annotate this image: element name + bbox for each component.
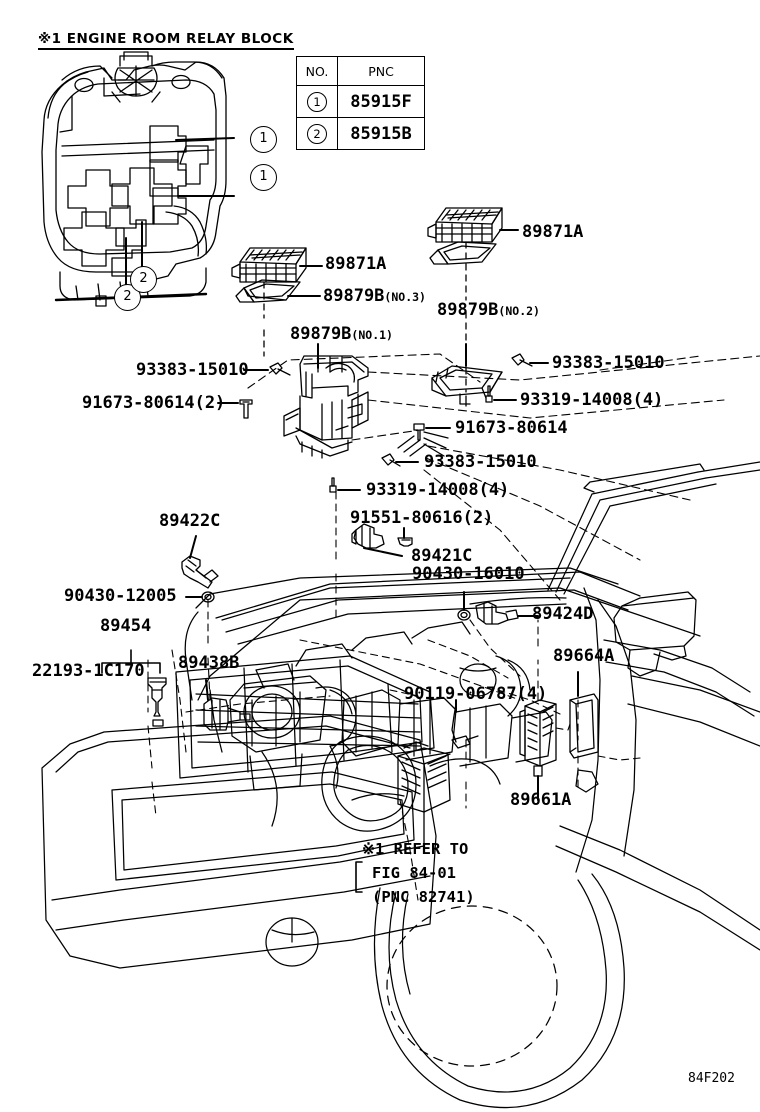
part-label-91673-80614: 91673-80614 [455,418,568,438]
relay-block-assembly-right [427,207,503,265]
part-label-93319-14008-4-a: 93319-14008(4) [520,390,664,410]
part-label-91551-80616-2: 91551-80616(2) [350,508,494,528]
engine-room-relay-block-illustration [41,51,227,307]
part-suffix-no1: (NO.1) [351,328,393,342]
pnc-table: NO. PNC 1 85915F 2 85915B [296,56,425,150]
callout-1-upper: 1 [250,126,277,153]
ecu-89661a [519,699,557,777]
part-label-89879b-no2: 89879B(NO.2) [437,300,540,320]
part-label-89422c: 89422C [159,511,221,531]
vehicle-outline [41,461,760,1109]
sensor-89424d [475,601,519,625]
sensor-22193-1c170 [147,677,167,727]
part-label-93383-15010-a: 93383-15010 [136,360,249,380]
part-suffix-no3: (NO.3) [384,290,426,304]
callout-2-right: 2 [130,266,157,293]
part-label-90119-06787-4: 90119-06787(4) [404,684,548,704]
part-suffix-no2: (NO.2) [498,304,540,318]
engine-relay-block-ref [397,741,451,845]
brace-89454 [101,649,161,674]
row-no-cell: 2 [296,117,338,150]
row-pnc-cell: 85915F [337,85,425,118]
table-row: 2 85915B [296,117,425,150]
relay-bracket-assembly [283,355,369,459]
table-row: 1 85915F [296,85,425,118]
part-label-89664a: 89664A [553,646,615,666]
part-label-93319-14008-4-b: 93319-14008(4) [366,480,510,500]
part-label-89454: 89454 [100,616,152,636]
part-label-89661a: 89661A [510,790,572,810]
col-header-pnc: PNC [337,56,425,86]
part-label-89424d: 89424D [532,604,594,624]
bolt-91551-80616 [397,537,413,547]
row-no-cell: 1 [296,85,338,118]
table-header-row: NO. PNC [296,56,425,86]
col-header-no: NO. [296,56,338,86]
fasteners [217,353,549,493]
reference-note-line3: (PNC 82741) [372,888,475,906]
relay-block-assembly-left [231,247,307,303]
reference-note-line2: FIG 84-01 [372,864,456,882]
sensor-89438b [203,697,251,731]
callout-2-left: 2 [114,284,141,311]
part-label-89879b-no3: 89879B(NO.3) [323,286,426,306]
sensor-89422c [181,555,219,589]
part-label-89879b-no1: 89879B(NO.1) [290,324,393,344]
figure-code: 84F202 [688,1071,735,1086]
cover-89664a [569,693,599,759]
circled-number-2: 2 [307,124,327,144]
grommet-90430-16010 [457,609,471,621]
page-title: ※1 ENGINE ROOM RELAY BLOCK [38,31,294,50]
relay-bracket-plate-right [431,365,503,407]
part-label-89421c: 89421C [411,546,473,566]
sensor-89421c [351,523,385,549]
callout-1-lower: 1 [250,164,277,191]
reference-note-line1: ※1 REFER TO [362,840,469,858]
part-label-22193-1c170: 22193-1C170 [32,661,145,681]
part-label-91673-80614-2: 91673-80614(2) [82,393,226,413]
part-label-93383-15010-b: 93383-15010 [552,353,665,373]
part-label-90430-16010: 90430-16010 [412,564,525,584]
part-label-93383-15010-c: 93383-15010 [424,452,537,472]
row-pnc-cell: 85915B [337,117,425,150]
part-label-89438b: 89438B [178,653,240,673]
circled-number-1: 1 [307,92,327,112]
part-label-89871a-right: 89871A [522,222,584,242]
part-label-90430-12005: 90430-12005 [64,586,177,606]
part-label-89871a-left: 89871A [325,254,387,274]
